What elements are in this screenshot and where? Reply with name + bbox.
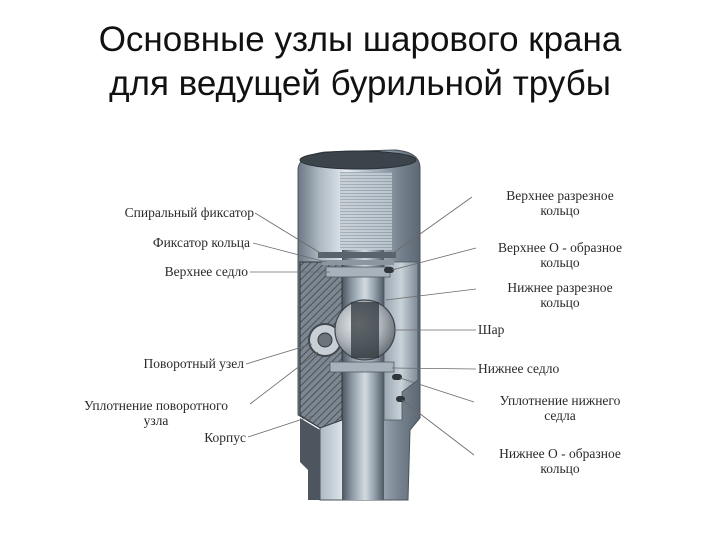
upper-seat: [325, 266, 391, 278]
lower-body-step: [300, 418, 320, 500]
label-lower-seat-seal-line-2: седла: [544, 408, 576, 423]
leader-body: [247, 415, 313, 438]
label-upper-o-ring-line-1: Верхнее О - образное: [498, 240, 622, 255]
right-shoulder: [383, 261, 419, 421]
label-ball: Шар: [478, 322, 505, 337]
slide-title: Основные узлы шарового крана для ведущей…: [0, 18, 720, 106]
leader-ring-fixator: [252, 242, 327, 263]
leader-rotary-unit: [245, 343, 313, 365]
label-lower-seat-seal-line-1: Уплотнение нижнего: [499, 393, 621, 408]
label-lower-o-ring-line-1: Нижнее О - образное: [499, 446, 621, 461]
label-upper-o-ring-line-2: кольцо: [540, 255, 580, 270]
label-upper-split-ring: Верхнее разрезное кольцо: [470, 188, 650, 218]
label-lower-split-ring: Нижнее разрезное кольцо: [470, 280, 650, 310]
rotary-unit-socket: [317, 332, 333, 348]
top-opening: [299, 150, 417, 170]
label-rotary-seal-line-1: Уплотнение поворотного: [84, 398, 228, 413]
lower-seat: [329, 361, 395, 373]
internal-thread: [340, 172, 392, 250]
title-line-1: Основные узлы шарового крана: [98, 20, 622, 59]
leader-lower-seat: [391, 367, 477, 370]
label-lower-o-ring: Нижнее О - образное кольцо: [470, 446, 650, 476]
label-upper-split-ring-line-2: кольцо: [540, 203, 580, 218]
title-line-2: для ведущей бурильной трубы: [109, 64, 611, 103]
label-lower-seat-seal: Уплотнение нижнего седла: [470, 393, 650, 423]
label-lower-split-ring-line-1: Нижнее разрезное: [507, 280, 613, 295]
ball-port: [351, 302, 379, 358]
label-ring-fixator: Фиксатор кольца: [152, 235, 250, 250]
label-rotary-seal-line-2: узла: [143, 413, 169, 428]
spiral-fixator: [318, 252, 396, 258]
lower-seat-seal: [392, 374, 402, 380]
leader-lower-split-ring: [385, 288, 477, 301]
ring-fixator: [322, 260, 394, 265]
leader-lines-left: [245, 212, 330, 438]
label-lower-o-ring-line-2: кольцо: [540, 461, 580, 476]
leader-lower-o-ring: [401, 399, 475, 456]
leader-upper-split-ring: [391, 196, 473, 255]
label-body: Корпус: [204, 430, 246, 445]
label-spiral-fixator: Спиральный фиксатор: [124, 205, 254, 220]
label-upper-o-ring: Верхнее О - образное кольцо: [470, 240, 650, 270]
label-upper-split-ring-line-1: Верхнее разрезное: [506, 188, 614, 203]
leader-lines-right: [385, 196, 477, 456]
label-upper-seat: Верхнее седло: [164, 264, 248, 279]
bore: [342, 250, 384, 500]
label-lower-seat: Нижнее седло: [478, 361, 560, 376]
leader-spiral-fixator: [254, 212, 323, 255]
label-rotary-unit: Поворотный узел: [143, 356, 244, 371]
label-lower-split-ring-line-2: кольцо: [540, 295, 580, 310]
upper-o-ring: [384, 267, 394, 273]
leader-rotary-seal: [249, 351, 319, 405]
leader-lower-seat-seal: [399, 377, 475, 403]
leader-upper-o-ring: [391, 247, 477, 271]
label-rotary-seal: Уплотнение поворотного узла: [58, 398, 254, 428]
